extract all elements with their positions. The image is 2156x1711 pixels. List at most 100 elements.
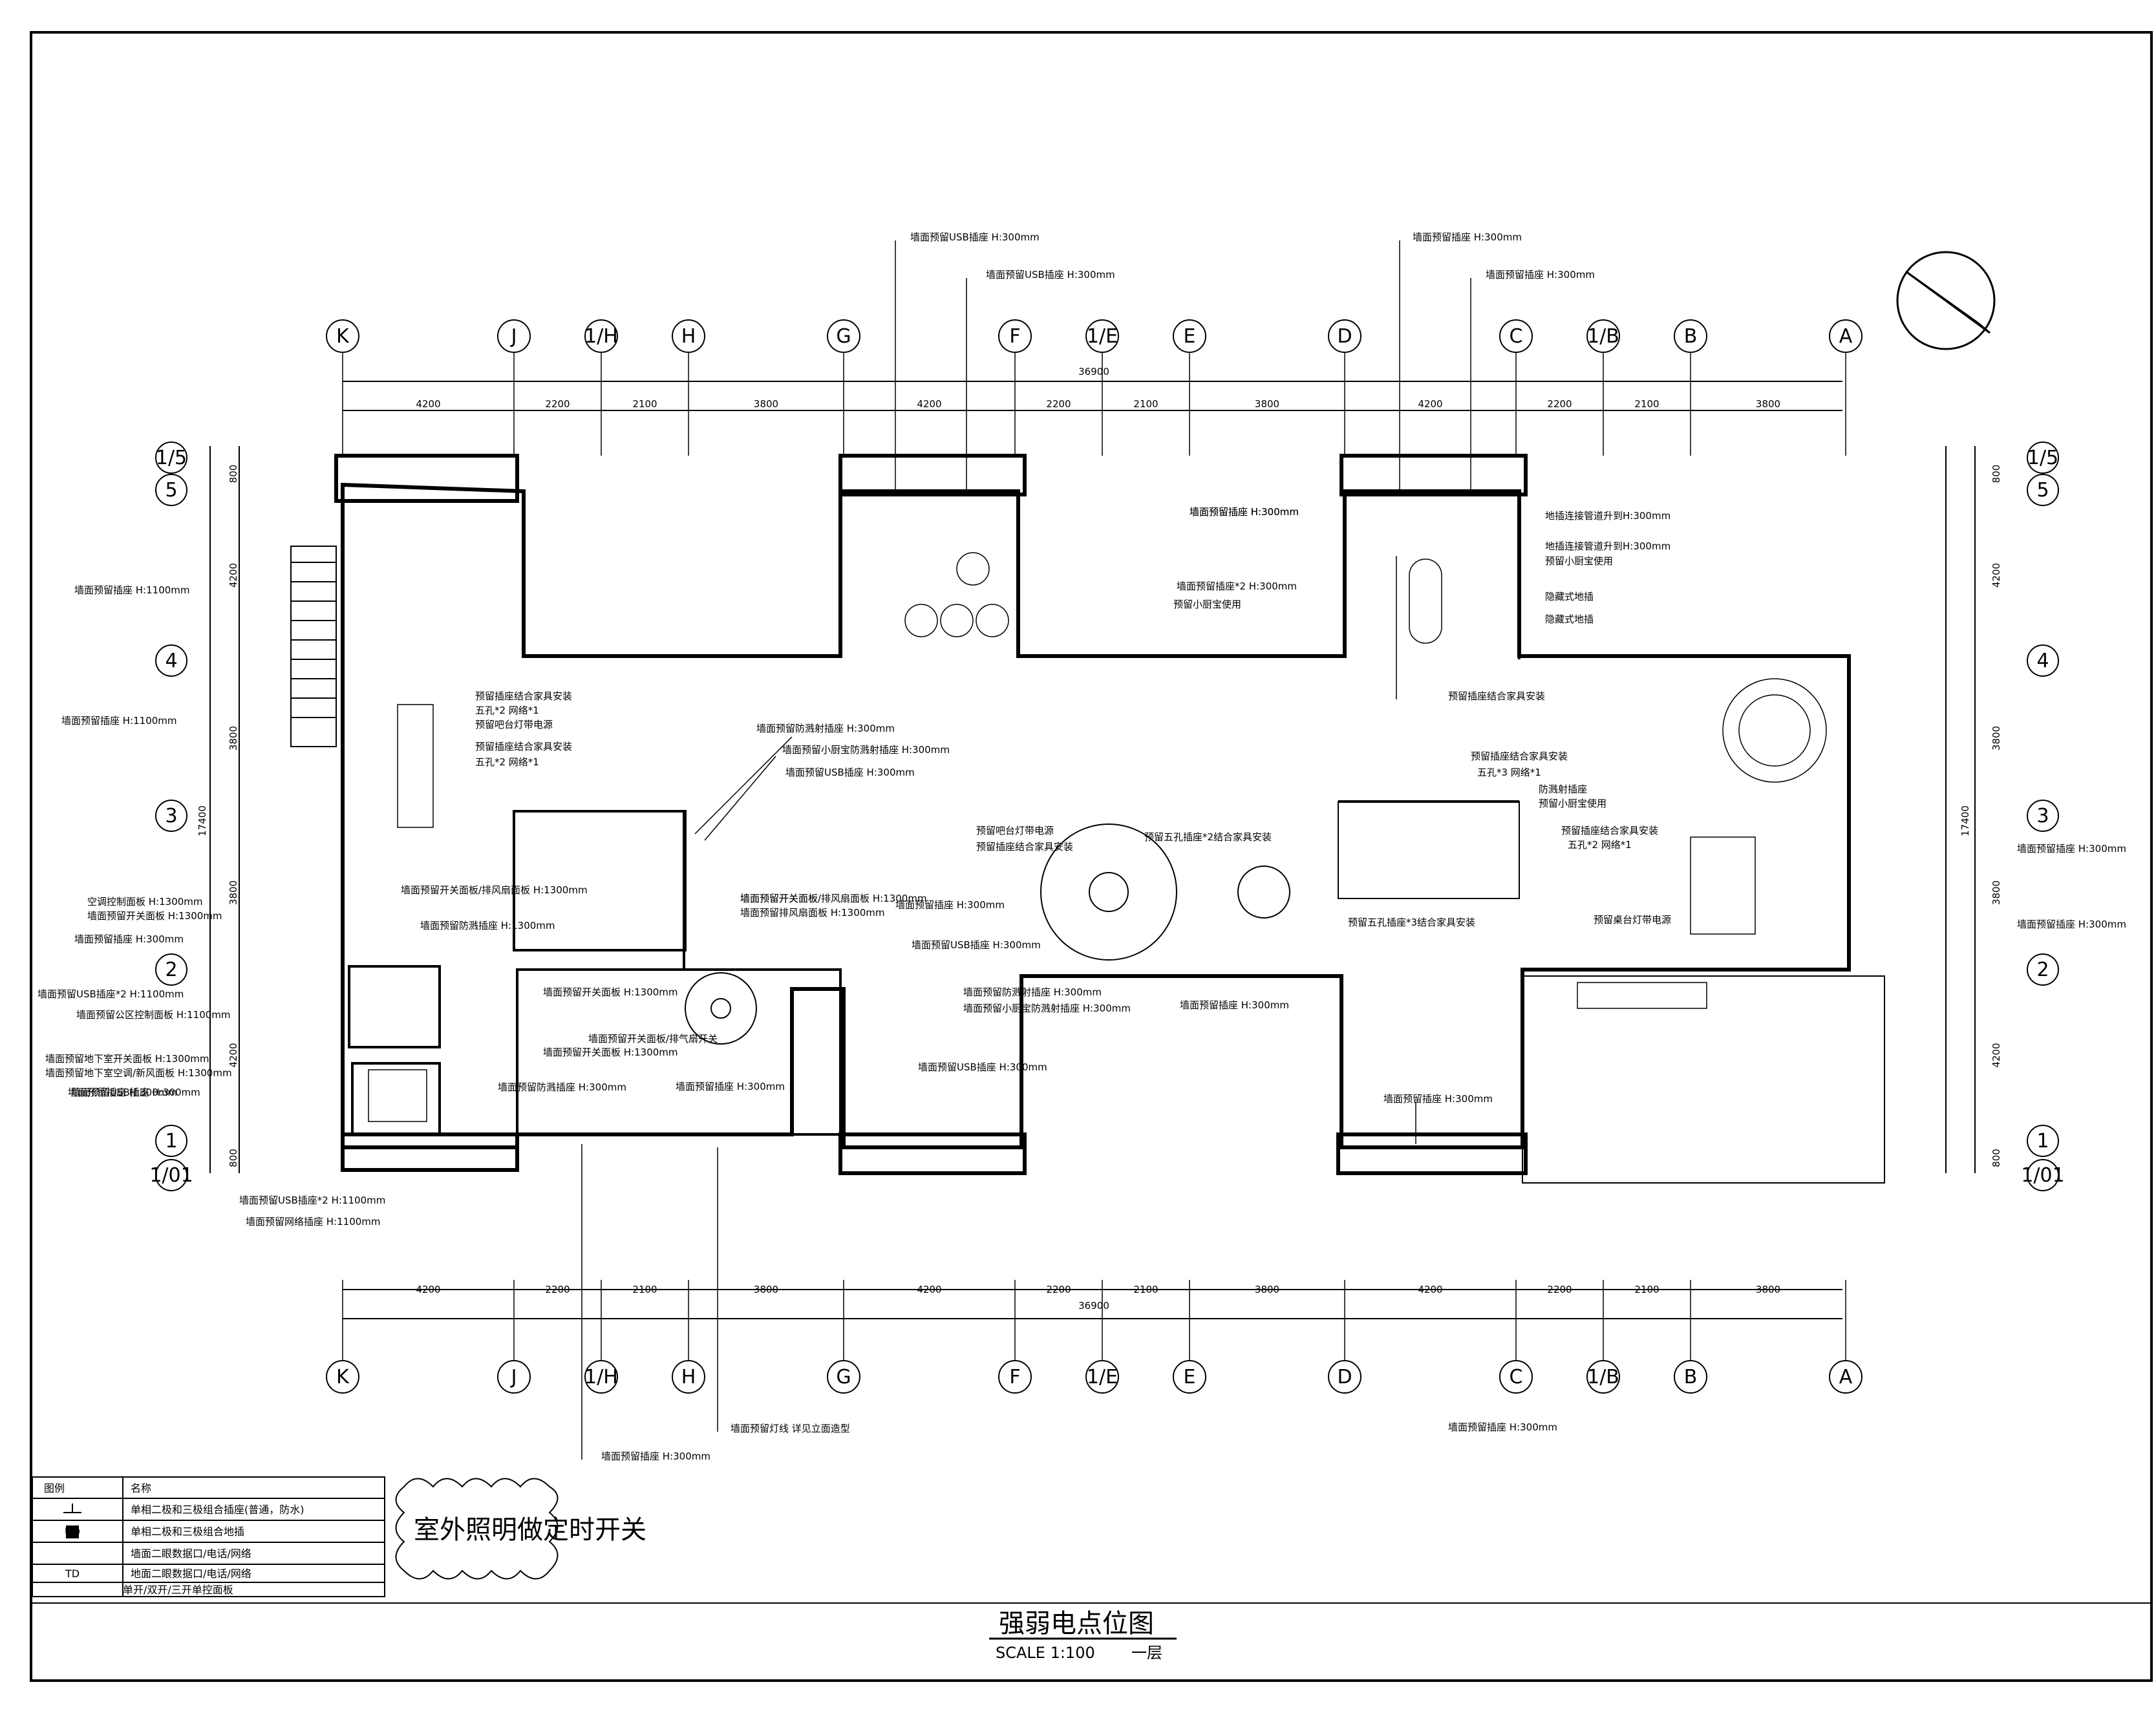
annotation-label: 墙面预留插座 H:300mm: [1486, 269, 1595, 281]
annotation-label: 墙面预留插座 H:300mm: [895, 899, 1005, 911]
dim-span: 2100: [1634, 398, 1659, 410]
axis-label: 1/01: [2021, 1164, 2064, 1187]
dim-span: 4200: [416, 1284, 440, 1295]
annotation-label: 墙面预留USB插座 H:300mm: [910, 231, 1040, 243]
dim-side-span: 3800: [1991, 880, 2002, 905]
axis-bubble-col: J: [497, 319, 531, 353]
dim-span: 2200: [1547, 1284, 1572, 1295]
dim-span: 3800: [754, 398, 778, 410]
axis-label: 1: [165, 1130, 177, 1153]
annotation-label: 墙面预留开关面板 H:1300mm: [543, 986, 678, 998]
furniture: [368, 552, 1827, 1122]
dim-side-span: 4200: [1991, 563, 2002, 588]
dim-side-span: 3800: [228, 726, 239, 750]
annotation-label: 预留小厨宝使用: [1545, 555, 1613, 567]
axis-bubble-row: 1/5: [155, 441, 187, 474]
annotation-label: 墙面预留插座 H:1100mm: [74, 584, 190, 596]
annotation-label: 五孔*2 网络*1: [1568, 839, 1632, 851]
axis-label: 1/H: [584, 1366, 618, 1388]
axis-label: C: [1510, 1366, 1523, 1388]
annotation-label: 墙面预留灯线 详见立面造型: [731, 1423, 850, 1434]
annotation-label: 墙面预留插座 H:300mm: [676, 1081, 785, 1092]
annotation-label: 预留吧台灯带电源: [976, 825, 1054, 836]
axis-label: B: [1684, 325, 1698, 348]
spiral-stair: [685, 824, 1290, 1045]
dim-span: 3800: [1255, 1284, 1279, 1295]
axis-label: F: [1009, 325, 1020, 348]
annotation-label: 预留插座结合家具安装: [976, 841, 1073, 853]
annotation-label: 墙面预留USB插座 H:300mm: [918, 1061, 1047, 1073]
axis-bubble-row: 2: [155, 953, 187, 986]
annotation-label: 墙面预留网络插座 H:1100mm: [246, 1216, 381, 1227]
annotation-label: 墙面预留开关面板: [740, 893, 818, 904]
dim-total: 36900: [1078, 366, 1109, 377]
drawing-title: 强弱电点位图: [999, 1609, 1154, 1639]
axis-label: 4: [165, 650, 177, 672]
axis-label: E: [1184, 325, 1196, 348]
annotation-label: 墙面预留插座 H:300mm: [2017, 843, 2126, 855]
drawing-floor: 一层: [1131, 1644, 1162, 1662]
legend-text: 图例 名称 单相二极和三极组合插座(普通，防水) 单相二极和三极组合地插 墙面二…: [44, 1482, 304, 1596]
annotation-label: 墙面预留插座 H:300mm: [68, 1087, 177, 1098]
annotation-label: 墙面预留插座 H:300mm: [1448, 1421, 1557, 1433]
drawing-scale: SCALE 1:100: [996, 1644, 1095, 1662]
annotation-label: 墙面预留USB插座 H:300mm: [785, 767, 915, 778]
annotation-label: 预留五孔插座*2结合家具安装: [1144, 831, 1272, 843]
annotation-label: 墙面预留开关面板/排气扇开关: [588, 1033, 718, 1045]
axis-bubble-col: A: [1829, 319, 1862, 353]
annotation-label: 墙面预留防溅插座 H:300mm: [498, 1081, 626, 1093]
dim-side-span: 800: [1991, 465, 2002, 484]
annotation-label: 预留插座结合家具安装: [475, 690, 572, 702]
axis-bubble-row: 1: [155, 1125, 187, 1157]
annotation-label: 墙面预留插座 H:300mm: [601, 1451, 710, 1462]
dim-side-total: 17400: [197, 805, 208, 836]
axis-bubble-col: F: [998, 1360, 1032, 1394]
legend-symbol-td: TD: [65, 1568, 80, 1580]
dim-side-span: 4200: [228, 1043, 239, 1067]
cloud-callout: [395, 1478, 559, 1580]
axis-bubble-row: 3: [2027, 800, 2059, 832]
annotation-label: 墙面预留USB插座 H:300mm: [71, 1087, 200, 1098]
dim-span: 2100: [632, 1284, 657, 1295]
interior-partitions: [348, 494, 1521, 1136]
annotation-label: 墙面预留开关面板 H:1300mm: [543, 1047, 678, 1058]
axis-label: 2: [165, 959, 177, 981]
axis-label: 5: [2036, 479, 2049, 502]
axis-bubble-row: 1: [2027, 1125, 2059, 1157]
dim-span: 2100: [1634, 1284, 1659, 1295]
axis-label: C: [1510, 325, 1523, 348]
dim-total: 36900: [1078, 1300, 1109, 1312]
annotation-label: 预留桌台灯带电源: [1594, 914, 1671, 926]
axis-label: 2: [2036, 959, 2049, 981]
annotation-label: 空调控制面板 H:1300mm: [87, 896, 203, 908]
dim-side-span: 3800: [228, 880, 239, 905]
annotation-label: 隐藏式地插: [1545, 591, 1594, 602]
axis-label: H: [681, 325, 696, 348]
axis-bubble-col: 1/E: [1085, 1360, 1119, 1394]
annotation-label: 地插连接管道升到H:300mm: [1545, 540, 1670, 552]
axis-label: 1/H: [584, 325, 618, 348]
axis-label: 4: [2036, 650, 2049, 672]
axis-bubble-row: 5: [2027, 474, 2059, 506]
axis-bubble-col: F: [998, 319, 1032, 353]
axis-bubble-col: 1/H: [584, 319, 618, 353]
dim-span: 2200: [545, 1284, 570, 1295]
leader-line: [694, 736, 793, 834]
leader-line: [704, 756, 776, 841]
dimension-lines: [209, 381, 1976, 1319]
annotation-label: 五孔*3 网络*1: [1477, 767, 1541, 778]
annotation-label: 墙面预留USB插座*2 H:1100mm: [37, 988, 184, 1000]
axis-bubble-col: A: [1829, 1360, 1862, 1394]
axis-label: F: [1009, 1366, 1020, 1388]
axis-bubble-col: 1/B: [1586, 1360, 1620, 1394]
axis-bubble-col: K: [326, 1360, 359, 1394]
dim-span: 3800: [1255, 398, 1279, 410]
axis-label: J: [510, 325, 517, 348]
annotation-label: 预留插座结合家具安装: [1471, 750, 1568, 762]
axis-label: 1/5: [2027, 447, 2058, 469]
sheet-border: [30, 31, 2153, 1682]
annotation-label: 墙面预留防溅射插座 H:300mm: [756, 723, 895, 734]
dim-side-total: 17400: [1959, 805, 1971, 836]
axis-bubble-row: 3: [155, 800, 187, 832]
